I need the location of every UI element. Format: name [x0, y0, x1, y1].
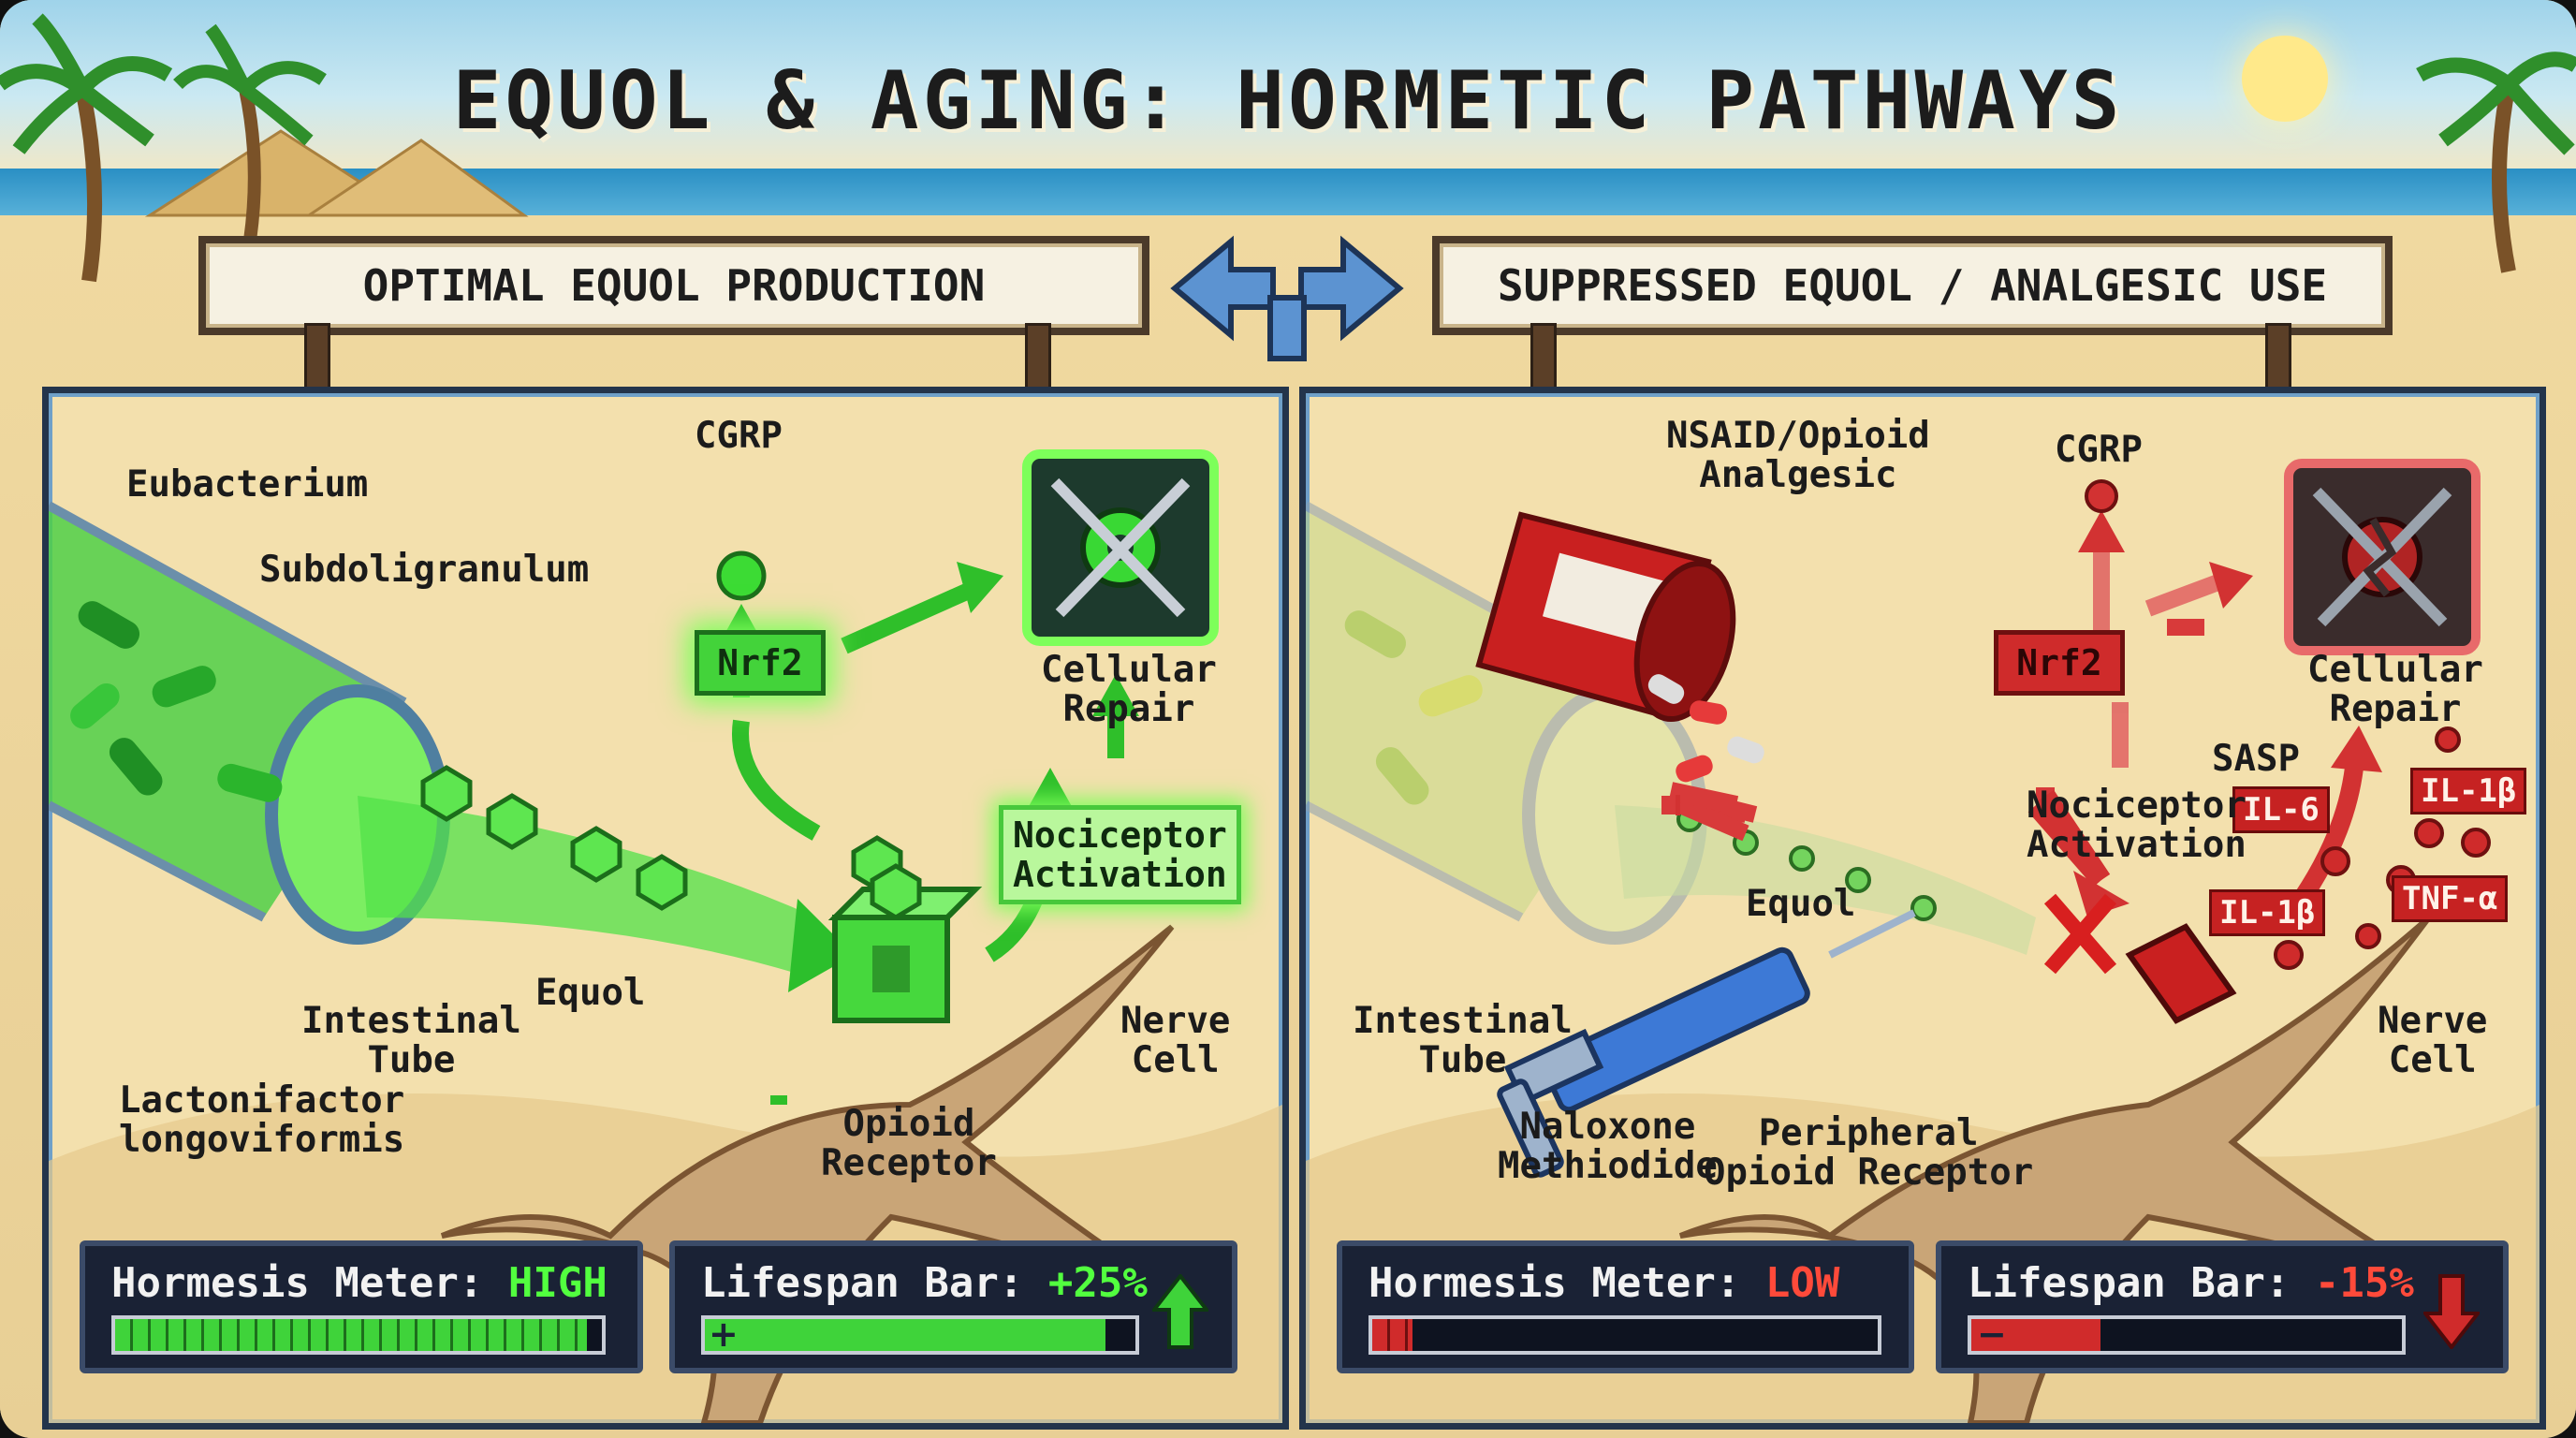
- lifespan-track: +: [701, 1313, 1139, 1355]
- sign-post: [1530, 323, 1557, 394]
- opioid-receptor-block-icon: [827, 863, 983, 1023]
- receptor-block-icon: [2125, 923, 2237, 1024]
- lactonifactor-label: Lactonifactor longoviformis: [119, 1079, 405, 1161]
- hormesis-meter-text: Hormesis Meter: HIGH: [111, 1259, 607, 1307]
- pill-bottle-icon: [1475, 511, 1764, 783]
- eubacterium-label: Eubacterium: [126, 463, 369, 506]
- equol-label: Equol: [535, 972, 646, 1014]
- equol-molecules: [420, 765, 903, 911]
- lifespan-fill: [705, 1319, 1105, 1351]
- left-hormesis-meter: Hormesis Meter: HIGH: [80, 1240, 643, 1373]
- cgrp-label: CGRP: [695, 415, 783, 457]
- sign-post: [2265, 323, 2291, 394]
- x-mark-icon: [2043, 893, 2117, 975]
- sign-post: [304, 323, 330, 394]
- lifespan-track: −: [1968, 1313, 2406, 1355]
- cgrp-molecule-icon: [2085, 479, 2118, 513]
- tnfa-tag: TNF-α: [2392, 875, 2509, 922]
- right-hormesis-meter: Hormesis Meter: LOW: [1337, 1240, 1914, 1373]
- down-arrow-icon: [2423, 1274, 2480, 1349]
- il1b-tag-lower: IL-1β: [2209, 889, 2326, 936]
- sasp-label: SASP: [2212, 738, 2300, 780]
- peripheral-opioid-receptor-label: Peripheral Opioid Receptor: [1704, 1112, 2034, 1194]
- broken-gear-icon: [2284, 459, 2481, 655]
- hormesis-fill: [1372, 1319, 1413, 1351]
- left-lifespan-bar: Lifespan Bar: +25% +: [669, 1240, 1237, 1373]
- palm-tree-icon: [2416, 51, 2576, 273]
- subdoligranulum-label: Subdoligranulum: [259, 549, 590, 591]
- equol-label: Equol: [1746, 883, 1856, 925]
- sun-icon: [2242, 36, 2328, 122]
- right-header-sign: SUPPRESSED EQUOL / ANALGESIC USE: [1432, 236, 2393, 335]
- red-arrow-heads: [2073, 510, 2382, 917]
- hormesis-track: [111, 1315, 606, 1355]
- sign-post: [1025, 323, 1051, 394]
- hormesis-track: [1368, 1315, 1881, 1355]
- nerve-cell-label: Nerve Cell: [1120, 1000, 1231, 1081]
- intestinal-tube-label: Intestinal Tube: [301, 1000, 521, 1081]
- nrf2-box: Nrf2: [695, 630, 826, 696]
- palm-tree-icon: [173, 23, 327, 255]
- intestinal-tube-label: Intestinal Tube: [1353, 1000, 1573, 1081]
- plus-sign: +: [709, 1313, 739, 1355]
- cgrp-label: CGRP: [2055, 429, 2143, 471]
- hormesis-fill: [115, 1319, 588, 1351]
- equol-stream: [358, 796, 816, 974]
- double-arrow-icon: [1170, 235, 1404, 361]
- nrf2-box: Nrf2: [1994, 630, 2125, 696]
- nociceptor-activation-label: Nociceptor Activation: [999, 805, 1241, 904]
- equol-molecules: [1676, 806, 1937, 921]
- wrench-gear-icon: [1022, 449, 1219, 646]
- right-lifespan-bar: Lifespan Bar: -15% −: [1936, 1240, 2509, 1373]
- nociceptor-activation-label: Nociceptor Activation: [2027, 785, 2247, 866]
- nsaid-analgesic-label: NSAID/Opioid Analgesic: [1666, 415, 1930, 496]
- opioid-receptor-label: Opioid Receptor: [821, 1103, 997, 1184]
- up-arrow-icon: [1152, 1274, 1208, 1349]
- page-title: EQUOL & AGING: HORMETIC PATHWAYS: [452, 54, 2124, 148]
- il1b-tag: IL-1β: [2410, 768, 2527, 814]
- cellular-repair-label: Cellular Repair: [2307, 649, 2483, 730]
- minus-sign: −: [1977, 1313, 2007, 1355]
- equol-stream: [1615, 805, 2036, 955]
- cellular-repair-label: Cellular Repair: [1041, 649, 1217, 730]
- faded-arrows: [2093, 543, 2227, 768]
- palm-tree-icon: [0, 13, 173, 283]
- stream-arrowhead: [788, 899, 854, 992]
- lifespan-fill: [1971, 1319, 2100, 1351]
- beach-scenery: [0, 13, 2576, 283]
- syringe-icon: [1497, 909, 1916, 1178]
- arrows-to-receptor: [2027, 798, 2110, 888]
- naloxone-methiodide-label: Naloxone Methiodide: [1498, 1106, 1718, 1187]
- lifespan-bar-text: Lifespan Bar: -15%: [1968, 1259, 2414, 1307]
- hormesis-meter-text: Hormesis Meter: LOW: [1368, 1259, 1840, 1307]
- cgrp-molecule-icon: [716, 550, 767, 601]
- intestinal-tube-icon: [49, 501, 450, 945]
- lifespan-bar-text: Lifespan Bar: +25%: [701, 1259, 1148, 1307]
- nerve-cell-label: Nerve Cell: [2378, 1000, 2488, 1081]
- real-arrows: [1661, 782, 1739, 814]
- left-header-sign: OPTIMAL EQUOL PRODUCTION: [198, 236, 1149, 335]
- il6-tag: IL-6: [2232, 786, 2330, 833]
